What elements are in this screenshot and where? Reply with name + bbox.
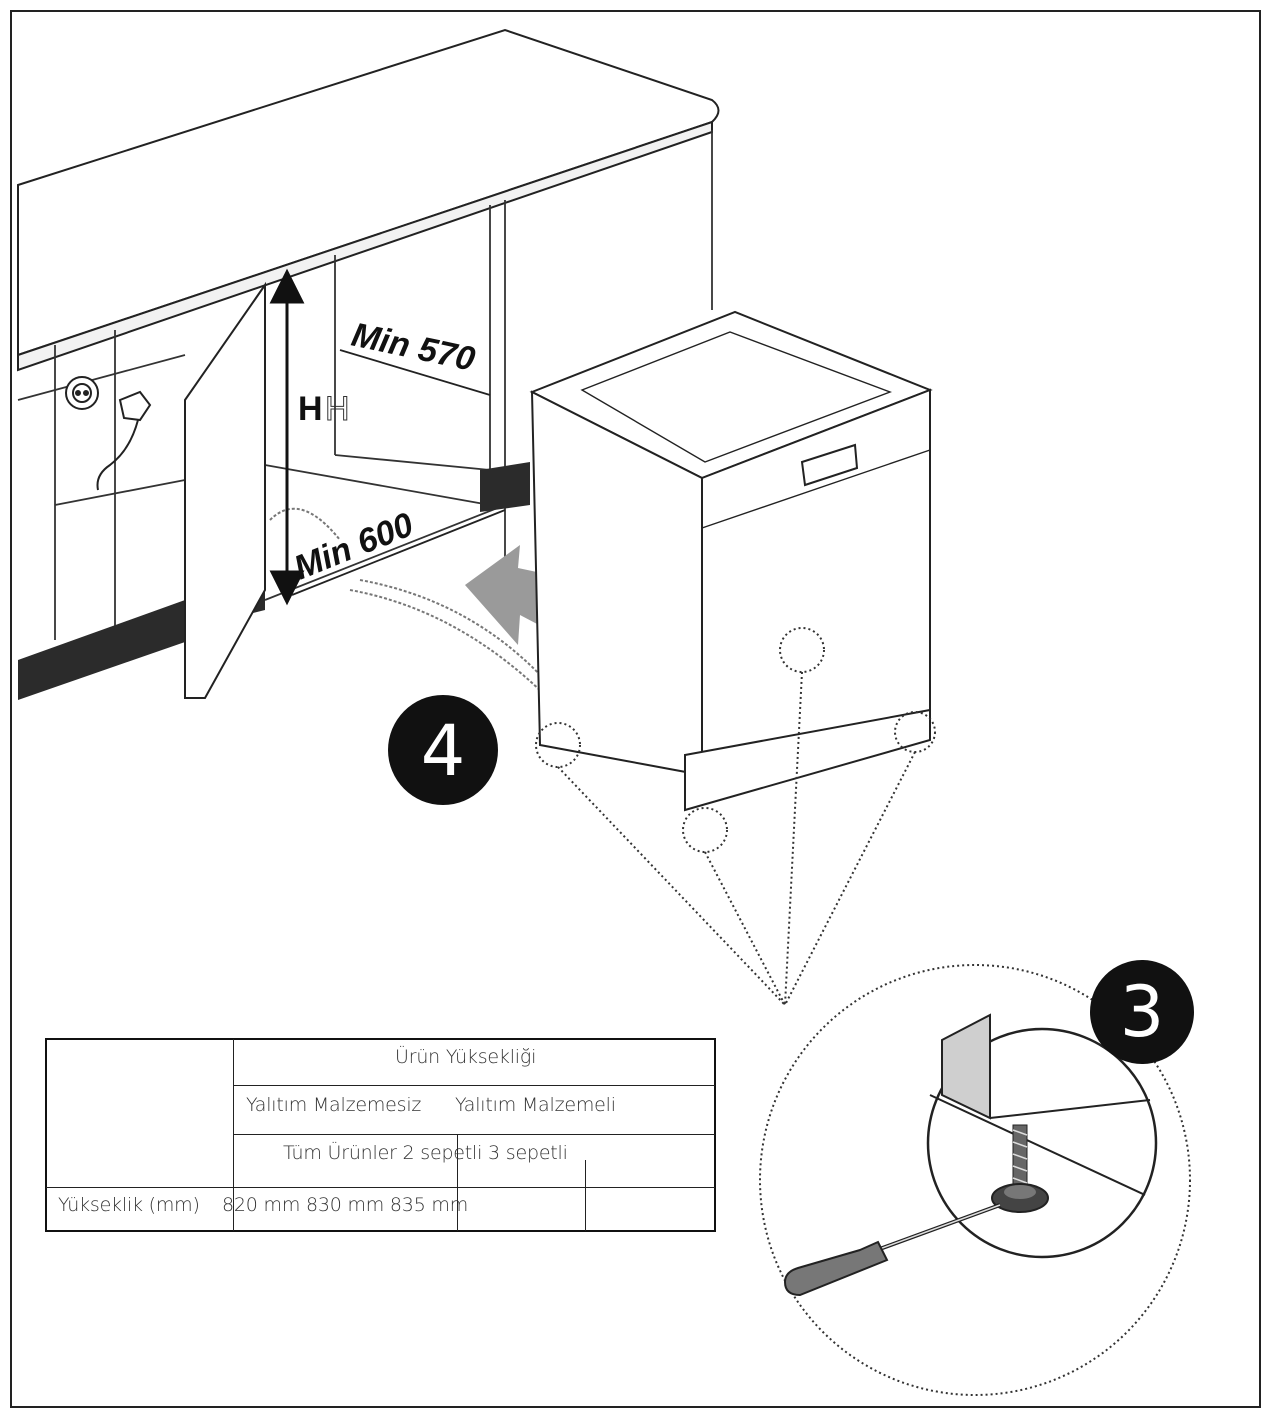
table-divider	[457, 1134, 458, 1231]
cabinet	[17, 130, 713, 640]
table-subheader: Tüm Ürünler 2 sepetli 3 sepetli	[283, 1142, 568, 1164]
detail-magnifier	[759, 964, 1191, 1396]
height-table	[45, 1038, 716, 1232]
table-header-without-insulation: Yalıtım Malzemesiz	[246, 1094, 422, 1116]
wall-socket-icon	[65, 376, 152, 491]
dishwasher	[529, 310, 933, 812]
table-divider	[233, 1085, 715, 1086]
cabinet-door	[184, 281, 266, 699]
countertop	[17, 28, 720, 372]
table-divider	[46, 1187, 715, 1188]
height-label-ghost: H	[325, 390, 350, 428]
drain-hose	[269, 507, 551, 701]
foot-markers	[535, 627, 936, 1006]
min-width-label: Min 600	[289, 505, 419, 587]
dimension-lines	[291, 349, 506, 596]
min-depth-label: Min 570	[348, 316, 478, 379]
page-frame	[10, 10, 1261, 1408]
height-arrow	[269, 268, 305, 606]
svg-text:4: 4	[421, 710, 466, 792]
step-badge-4: 4	[388, 695, 498, 805]
table-divider	[233, 1039, 234, 1231]
table-row-label: Yükseklik (mm)	[58, 1194, 200, 1216]
height-label: H	[298, 390, 323, 428]
table-divider	[233, 1134, 715, 1135]
step-badge-3: 3	[1090, 960, 1194, 1064]
svg-text:3: 3	[1120, 971, 1165, 1053]
table-row-values: 820 mm 830 mm 835 mm	[222, 1194, 469, 1216]
table-divider	[585, 1160, 586, 1231]
table-header-with-insulation: Yalıtım Malzemeli	[455, 1094, 616, 1116]
table-header-product-height: Ürün Yüksekliği	[395, 1046, 537, 1068]
